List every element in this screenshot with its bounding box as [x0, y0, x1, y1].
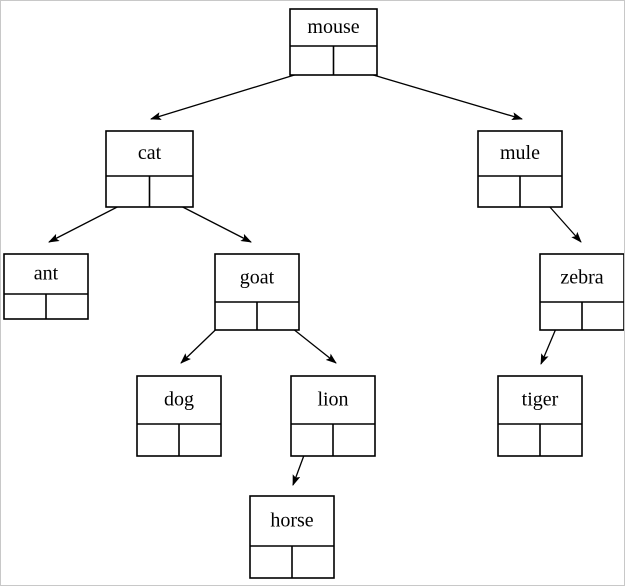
node-box-horse[interactable]: [249, 495, 335, 579]
tree-node-ant[interactable]: ant: [3, 253, 89, 320]
node-label-mouse: mouse: [307, 16, 359, 38]
tree-node-tiger[interactable]: tiger: [497, 375, 583, 457]
edge-line: [150, 68, 315, 120]
tree-node-lion[interactable]: lion: [290, 375, 376, 457]
node-label-goat: goat: [240, 267, 275, 289]
node-label-lion: lion: [317, 389, 348, 411]
node-label-horse: horse: [270, 510, 313, 532]
nodes-layer: mouse cat mule ant goat zebra dog lion tiger hors…: [3, 8, 624, 579]
node-label-cat: cat: [138, 142, 162, 164]
node-label-mule: mule: [500, 142, 540, 164]
tree-node-goat[interactable]: goat: [214, 253, 300, 331]
edge-line: [352, 68, 523, 120]
tree-node-zebra[interactable]: zebra: [539, 253, 624, 331]
node-label-zebra: zebra: [560, 267, 603, 289]
tree-node-horse[interactable]: horse: [249, 495, 335, 579]
tree-edge-mouse-to-mule: [352, 68, 523, 120]
node-label-ant: ant: [34, 263, 59, 285]
node-label-tiger: tiger: [522, 389, 559, 411]
tree-edge-mouse-to-cat: [150, 68, 315, 120]
tree-node-mule[interactable]: mule: [477, 130, 563, 208]
node-label-dog: dog: [164, 389, 194, 411]
tree-node-cat[interactable]: cat: [105, 130, 194, 208]
tree-node-mouse[interactable]: mouse: [289, 8, 378, 76]
tree-node-dog[interactable]: dog: [136, 375, 222, 457]
